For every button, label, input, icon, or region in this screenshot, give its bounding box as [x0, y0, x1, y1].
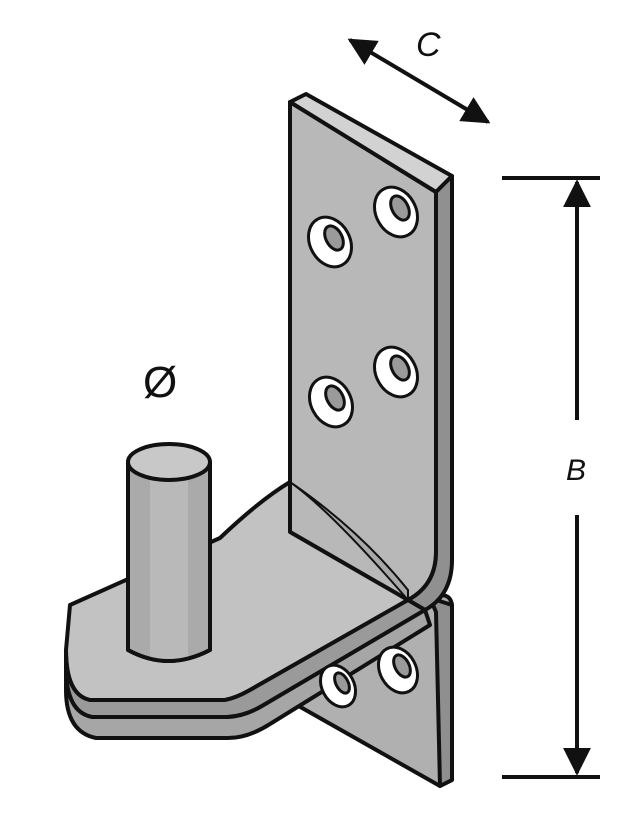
dimension-b: [502, 176, 600, 779]
hinge-pin: [126, 442, 212, 663]
mounting-hole: [308, 375, 354, 429]
mounting-hole: [377, 645, 419, 695]
dimension-c: C: [347, 26, 491, 124]
dimension-c-arrow: [347, 38, 491, 124]
diameter-symbol: Ø: [143, 358, 177, 407]
vertical-mounting-plate: [288, 92, 454, 612]
dimension-c-label: C: [416, 26, 441, 64]
mounting-hole: [307, 215, 353, 269]
mounting-hole: [373, 185, 419, 239]
mounting-holes-upper: [307, 185, 419, 429]
mounting-hole: [318, 663, 358, 709]
mounting-holes-lower: [318, 645, 419, 709]
mounting-hole: [373, 345, 419, 399]
dimension-b-label: B: [566, 454, 586, 487]
